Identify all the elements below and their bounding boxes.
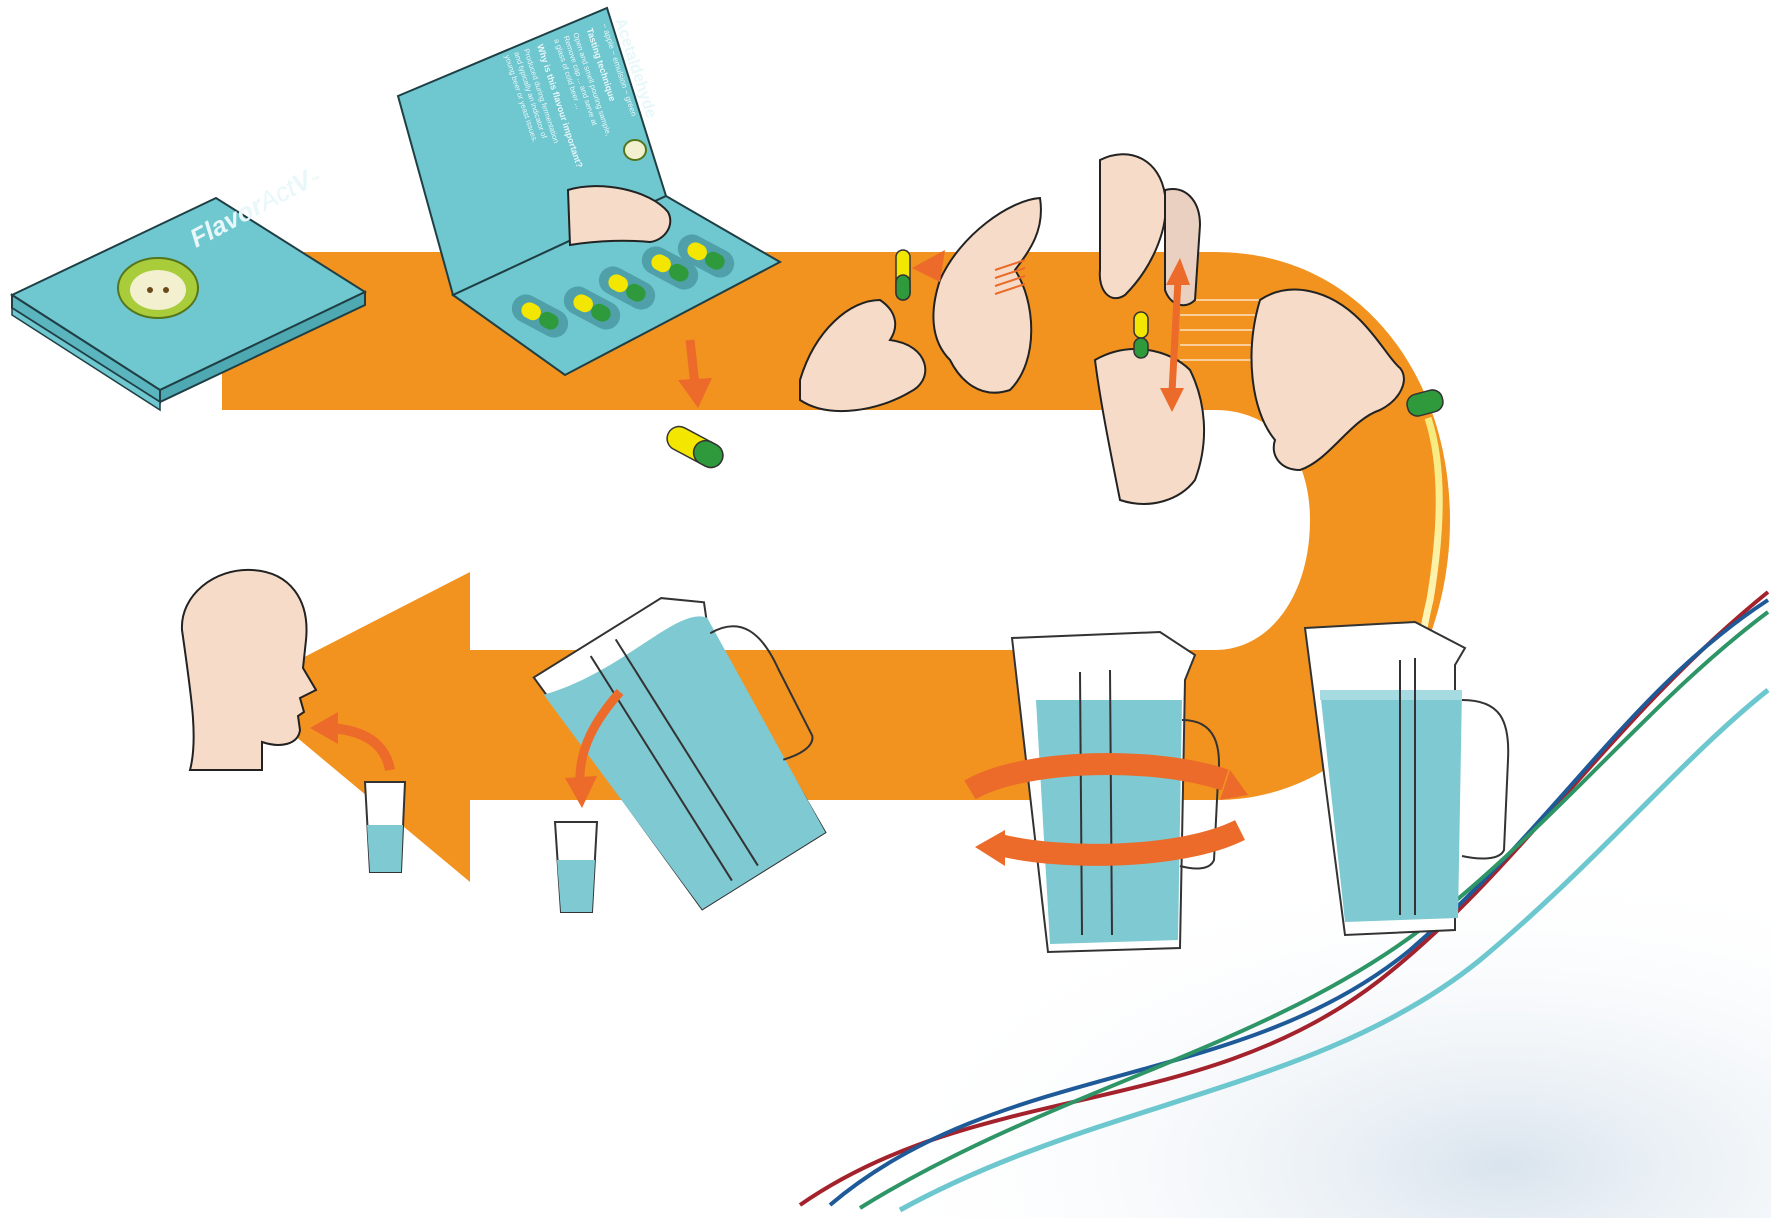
head-icon	[182, 570, 316, 770]
apple-icon	[118, 258, 198, 318]
capsule-icon	[896, 250, 910, 300]
capsule-icon	[663, 422, 727, 471]
apple-icon	[624, 140, 646, 160]
glass-icon	[555, 822, 597, 912]
glass-icon	[365, 782, 405, 872]
capsule-icon	[1134, 312, 1148, 358]
